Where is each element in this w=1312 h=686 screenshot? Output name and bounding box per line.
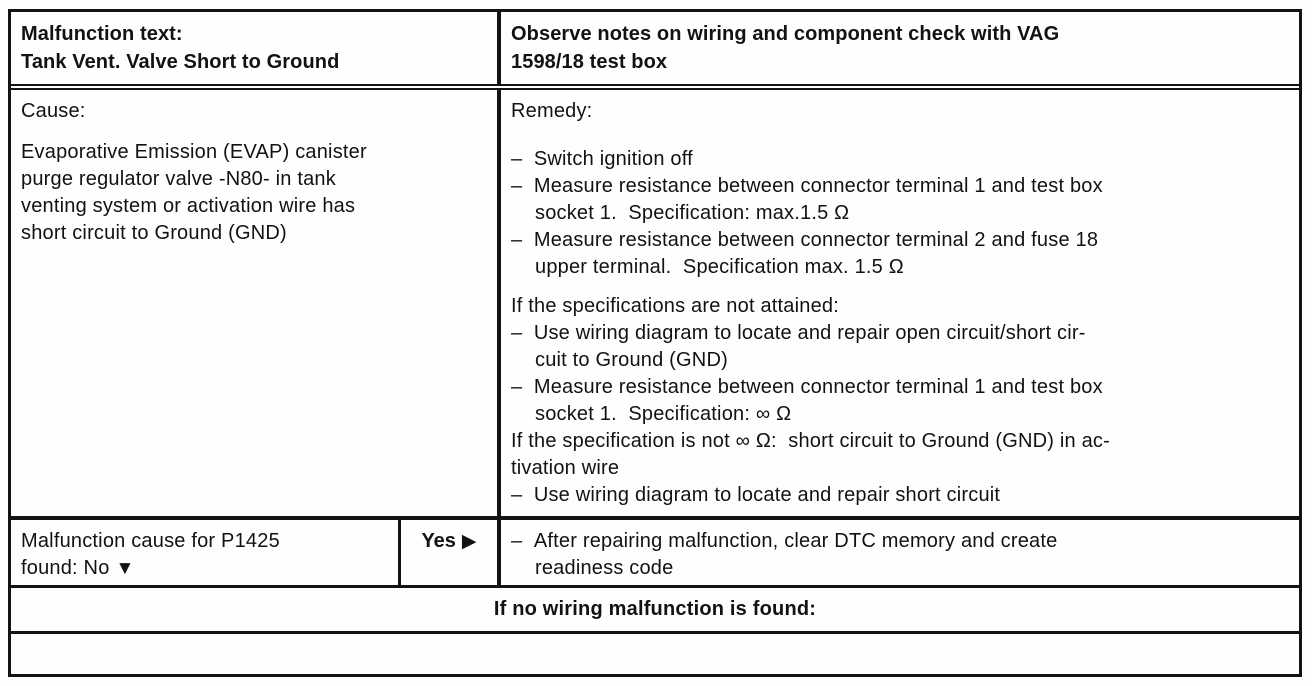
decision-question-line1: Malfunction cause for P1425 <box>21 530 280 552</box>
text-line: – After repairing malfunction, clear DTC… <box>511 530 1058 552</box>
remedy-steps: – Switch ignition off – Measure resistanc… <box>511 146 1289 509</box>
text-line: – Use wiring diagram to locate and repai… <box>511 484 1001 506</box>
cause-text: Evaporative Emission (EVAP) canister purg… <box>21 139 487 247</box>
cause-label: Cause: <box>21 100 86 122</box>
malfunction-text-value: Tank Vent. Valve Short to Ground <box>21 51 340 73</box>
decision-action-cell: – After repairing malfunction, clear DTC… <box>501 520 1299 585</box>
cause-remedy-row: Cause: Evaporative Emission (EVAP) canis… <box>11 90 1299 520</box>
malfunction-table: Malfunction text: Tank Vent. Valve Short… <box>8 9 1302 677</box>
text-line: – Measure resistance between connector t… <box>511 229 1099 251</box>
text-line: readiness code <box>535 557 674 579</box>
text-line: tivation wire <box>511 457 620 479</box>
text-line: short circuit to Ground (GND) <box>21 222 287 244</box>
text-line: socket 1. Specification: max.1.5 Ω <box>535 202 850 224</box>
right-arrow-icon: ▶ <box>461 531 477 552</box>
footer-text: If no wiring malfunction is found: <box>493 598 817 620</box>
malfunction-text-label: Malfunction text: <box>21 23 183 45</box>
decision-no-text: found: No <box>21 557 110 579</box>
text-line: – Measure resistance between connector t… <box>511 175 1103 197</box>
text-line: – Measure resistance between connector t… <box>511 376 1103 398</box>
text-line: If the specification is not ∞ Ω: short c… <box>511 430 1110 452</box>
decision-row: Malfunction cause for P1425 found: No▼ Y… <box>11 520 1299 588</box>
text-line: purge regulator valve -N80- in tank <box>21 168 336 190</box>
text-line: socket 1. Specification: ∞ Ω <box>535 403 792 425</box>
down-arrow-icon: ▼ <box>115 558 135 579</box>
text-line: venting system or activation wire has <box>21 195 356 217</box>
malfunction-text-cell: Malfunction text: Tank Vent. Valve Short… <box>11 12 501 84</box>
remedy-cell: Remedy: – Switch ignition off – Measure r… <box>501 90 1299 516</box>
footer-row: If no wiring malfunction is found: <box>11 588 1299 634</box>
text-line: cuit to Ground (GND) <box>535 349 728 371</box>
yes-label: Yes <box>421 530 456 552</box>
decision-action: – After repairing malfunction, clear DTC… <box>511 528 1289 582</box>
text-line: If the specifications are not attained: <box>511 295 839 317</box>
yes-cell: Yes▶ <box>401 520 501 585</box>
header-row: Malfunction text: Tank Vent. Valve Short… <box>11 12 1299 90</box>
yes-branch: Yes▶ <box>421 528 476 555</box>
text-line: upper terminal. Specification max. 1.5 Ω <box>535 256 904 278</box>
text-line: – Use wiring diagram to locate and repai… <box>511 322 1086 344</box>
observe-notes-line2: 1598/18 test box <box>511 51 668 73</box>
text-line: – Switch ignition off <box>511 148 693 170</box>
observe-notes-line1: Observe notes on wiring and component ch… <box>511 23 1060 45</box>
remedy-label: Remedy: <box>511 100 593 122</box>
text-line: Evaporative Emission (EVAP) canister <box>21 141 367 163</box>
decision-question-line2: found: No▼ <box>21 555 388 582</box>
empty-row <box>11 634 1299 674</box>
decision-question-cell: Malfunction cause for P1425 found: No▼ <box>11 520 401 585</box>
observe-notes-cell: Observe notes on wiring and component ch… <box>501 12 1299 84</box>
cause-cell: Cause: Evaporative Emission (EVAP) canis… <box>11 90 501 516</box>
